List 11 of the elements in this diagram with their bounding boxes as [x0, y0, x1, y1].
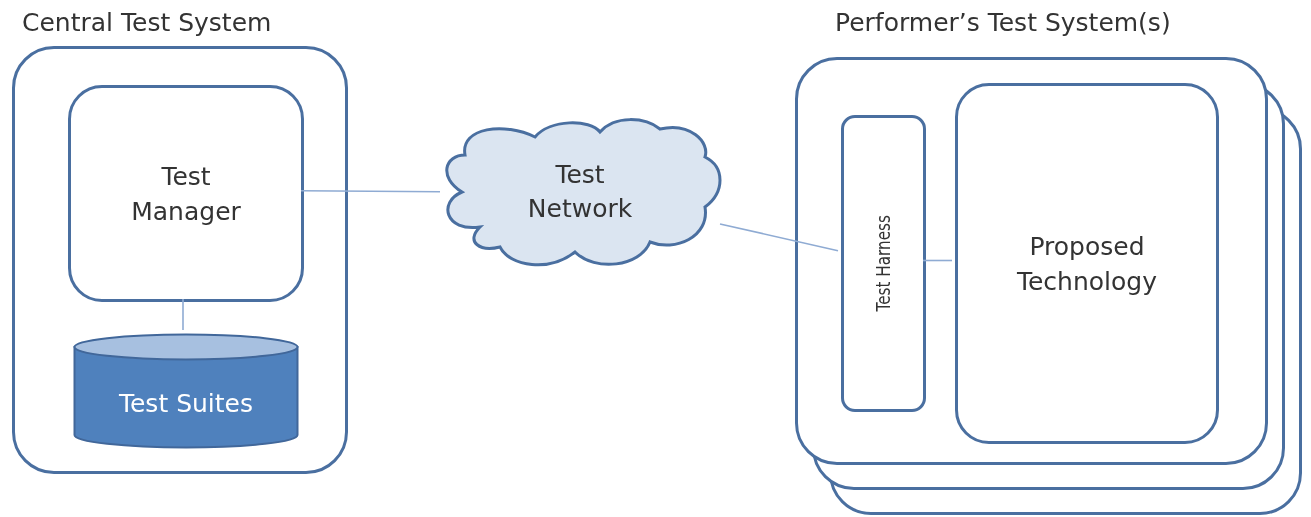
group-heading: Performer’s Test System(s) — [835, 8, 1171, 37]
connector-line — [719, 223, 839, 252]
node-label: Test Harness — [871, 215, 896, 312]
harness-box — [841, 115, 926, 412]
node-label: Test Manager — [130, 160, 242, 228]
node-label: Proposed Technology — [1015, 230, 1158, 298]
node-label: Test Suites — [118, 387, 253, 420]
group-heading: Central Test System — [22, 8, 272, 37]
process-box — [955, 83, 1219, 444]
node-label: Test Network — [526, 159, 634, 225]
process-box — [68, 85, 304, 302]
